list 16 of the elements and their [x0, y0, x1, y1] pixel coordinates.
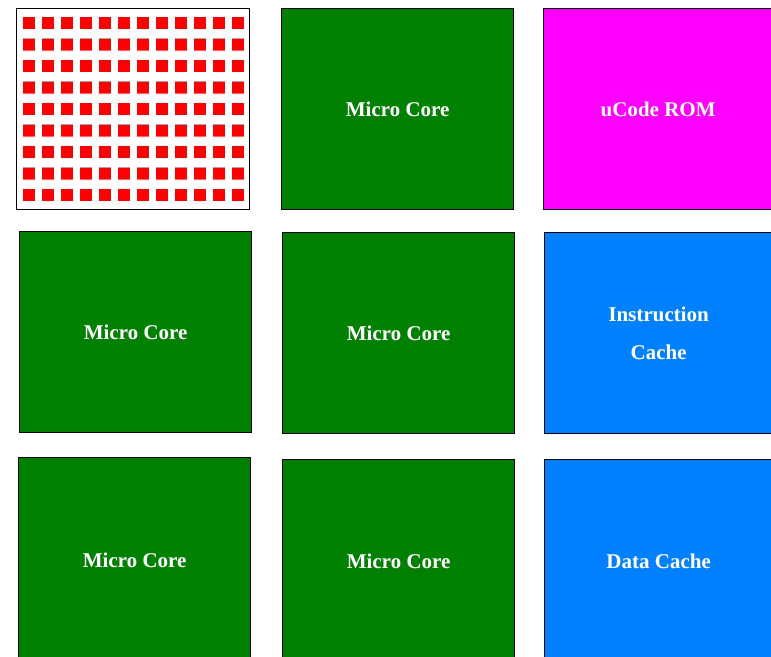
block-label: uCode ROM: [600, 96, 716, 123]
block-label: Instruction Cache: [607, 301, 710, 366]
chip-block: [281, 8, 514, 210]
block-label: Micro Core: [346, 96, 450, 123]
chip-block: [544, 459, 771, 657]
block-label: Micro Core: [346, 548, 450, 574]
chip-block: [543, 8, 771, 210]
chip-block: [282, 232, 515, 434]
chip-block: [19, 231, 252, 433]
chip-block: [544, 232, 771, 434]
block-label: Data Cache: [606, 548, 711, 574]
chip-block: [18, 457, 251, 657]
chip-block: [282, 459, 515, 657]
block-label: Micro Core: [84, 319, 188, 346]
block-label: Micro Core: [82, 546, 186, 574]
block-label: Micro Core: [346, 320, 450, 347]
